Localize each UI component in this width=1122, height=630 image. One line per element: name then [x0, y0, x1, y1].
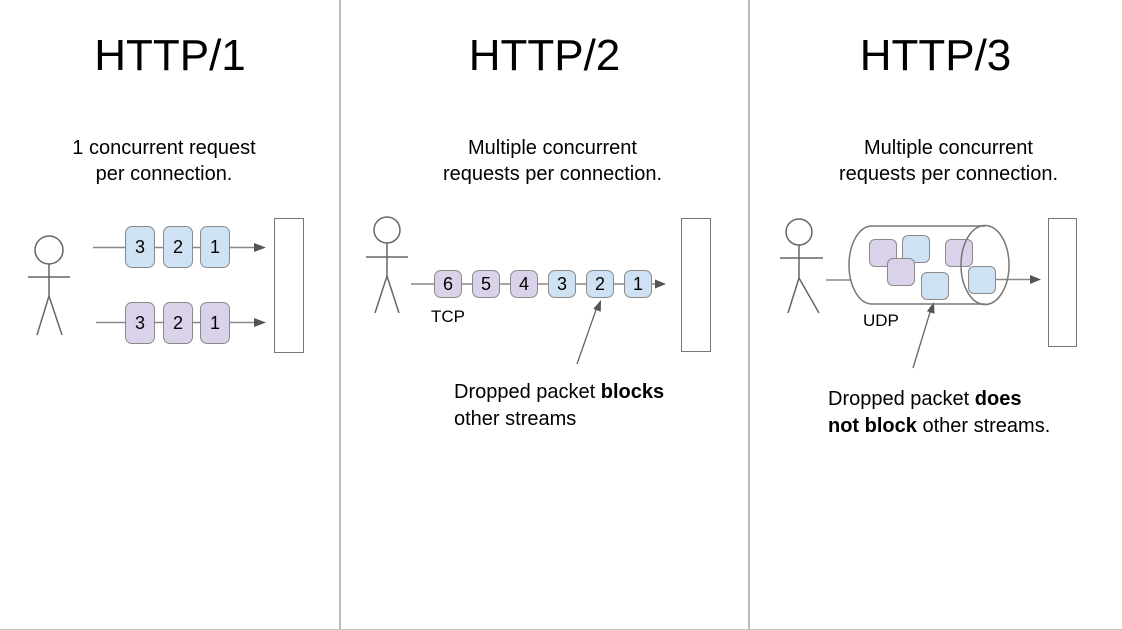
subtitle-line: Multiple concurrent: [864, 137, 1033, 159]
annotation: Dropped packet blocks other streams: [454, 379, 664, 433]
panel-http1: HTTP/1 1 concurrent request per connecti…: [0, 0, 340, 629]
packet: 2: [586, 270, 614, 298]
subtitle-line: per connection.: [95, 163, 233, 185]
panel-title: HTTP/2: [468, 31, 621, 80]
subtitle-line: requests per connection.: [838, 163, 1059, 185]
arrowhead-icon: [254, 243, 266, 252]
annotation-line: Dropped packet does: [828, 388, 1022, 410]
panel-http2: HTTP/2 Multiple concurrent requests per …: [340, 0, 749, 629]
packet: 6: [434, 270, 462, 298]
arrowhead-icon: [1030, 275, 1041, 284]
packet: 3: [125, 302, 155, 344]
packet: 3: [548, 270, 576, 298]
packet: 1: [200, 226, 230, 268]
callout-arrow: [576, 300, 601, 365]
person-icon: [366, 216, 408, 314]
arrowhead-icon: [593, 300, 601, 312]
packet: 3: [125, 226, 155, 268]
panel-subtitle: Multiple concurrent requests per connect…: [762, 135, 1122, 187]
annotation-line: other streams: [454, 408, 577, 430]
protocol-label: TCP: [431, 307, 465, 326]
packet-square: [921, 272, 949, 300]
packet: 1: [624, 270, 652, 298]
packet: 2: [163, 302, 193, 344]
callout-arrow: [912, 302, 935, 369]
annotation-line: Dropped packet blocks: [454, 381, 665, 403]
packet-square: [887, 258, 915, 286]
packet-square: [945, 239, 973, 267]
subtitle-line: requests per connection.: [442, 163, 663, 185]
panel-title: HTTP/1: [94, 31, 246, 80]
protocol-label: UDP: [863, 311, 899, 330]
panel-subtitle: 1 concurrent request per connection.: [0, 135, 334, 187]
server-box: [274, 218, 304, 353]
annotation: Dropped packet does not block other stre…: [828, 386, 1050, 440]
person-icon: [28, 235, 70, 336]
annotation-line: not block other streams.: [828, 415, 1051, 437]
packet: 2: [163, 226, 193, 268]
packet: 1: [200, 302, 230, 344]
subtitle-line: 1 concurrent request: [72, 137, 256, 159]
arrowhead-icon: [254, 318, 266, 327]
packet: 5: [472, 270, 500, 298]
server-box: [681, 218, 711, 352]
panel-title: HTTP/3: [859, 31, 1012, 80]
packet-square: [968, 266, 996, 294]
panel-http3: HTTP/3 Multiple concurrent requests per …: [749, 0, 1122, 629]
person-icon: [780, 218, 823, 314]
arrowhead-icon: [926, 302, 935, 314]
packet: 4: [510, 270, 538, 298]
arrowhead-icon: [655, 279, 666, 289]
panel-subtitle: Multiple concurrent requests per connect…: [348, 135, 757, 187]
subtitle-line: Multiple concurrent: [468, 137, 637, 159]
server-box: [1048, 218, 1077, 347]
